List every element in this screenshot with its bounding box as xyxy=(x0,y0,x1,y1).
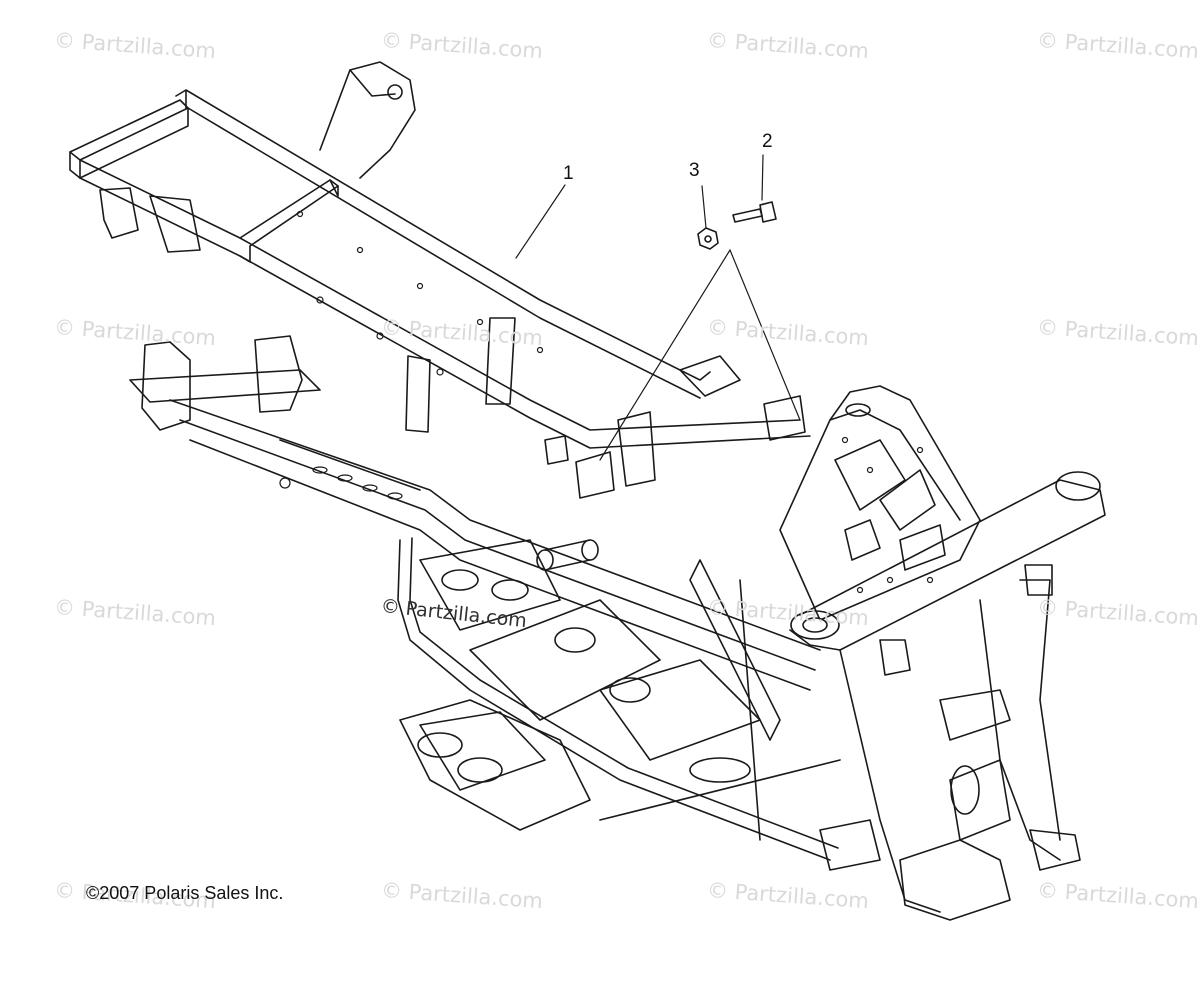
upper-frame-rail xyxy=(69,61,811,499)
leader-lines xyxy=(515,154,801,461)
front-tower xyxy=(779,385,1106,921)
nut-part-3 xyxy=(697,227,719,250)
callout-1: 1 xyxy=(563,163,574,184)
copyright-notice: ©2007 Polaris Sales Inc. xyxy=(86,883,284,903)
bolt-part-2 xyxy=(732,201,777,223)
callout-3: 3 xyxy=(689,160,700,181)
callout-2: 2 xyxy=(762,131,773,152)
lower-main-frame xyxy=(129,335,841,861)
